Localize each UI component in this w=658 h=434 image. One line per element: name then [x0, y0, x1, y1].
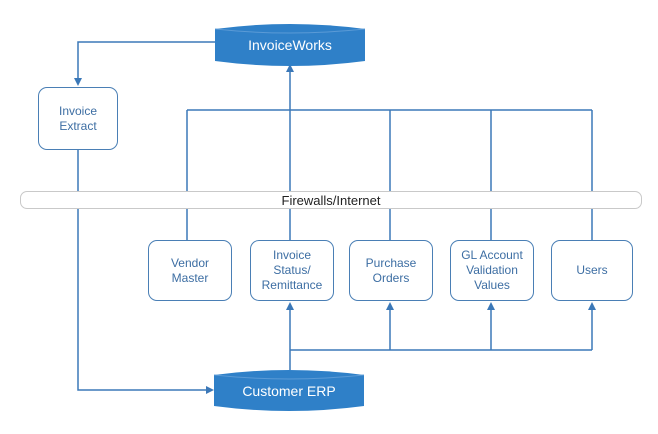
users-node: Users [551, 240, 633, 301]
users-label: Users [576, 263, 608, 277]
customer-erp-label: Customer ERP [242, 382, 336, 399]
iw-to-extract-line [74, 41, 217, 86]
customer-erp-node: Customer ERP [214, 368, 364, 413]
vendor-master-label: Vendor Master [170, 255, 210, 285]
invoiceworks-node: InvoiceWorks [215, 22, 365, 68]
invoice-status-node: Invoice Status/ Remittance [250, 240, 334, 301]
gl-account-node: GL Account Validation Values [450, 240, 534, 301]
invoice-extract-label: Invoice Extract [58, 103, 98, 133]
purchase-orders-node: Purchase Orders [349, 240, 433, 301]
extract-to-erp-line [77, 150, 214, 394]
invoiceworks-label: InvoiceWorks [248, 37, 332, 53]
cylinder-shape [214, 370, 364, 411]
vendor-master-node: Vendor Master [148, 240, 232, 301]
invoice-extract-node: Invoice Extract [38, 87, 118, 150]
purchase-orders-label: Purchase Orders [365, 255, 417, 285]
gl-account-label: GL Account Validation Values [461, 248, 523, 292]
invoice-status-label: Invoice Status/ Remittance [261, 248, 323, 292]
cylinder-shape [215, 24, 365, 66]
firewall-bar: Firewalls/Internet [20, 191, 642, 209]
